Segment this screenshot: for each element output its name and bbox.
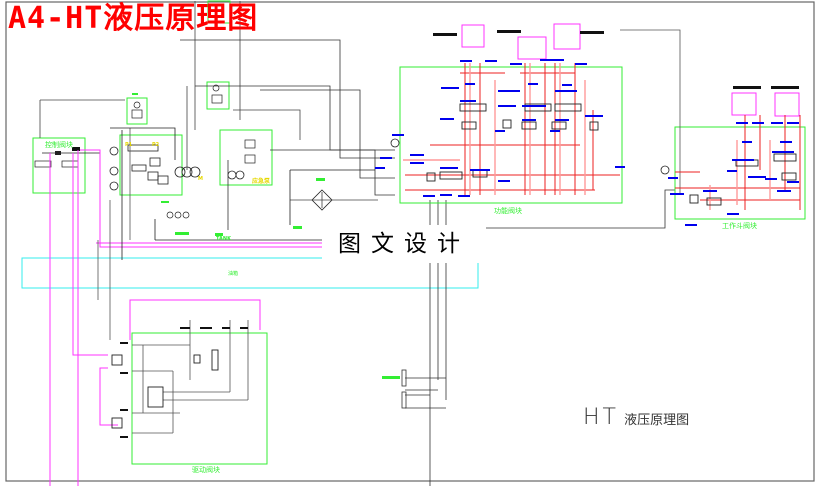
cooler bbox=[289, 169, 378, 229]
label-tank-strip: 油箱 bbox=[228, 270, 238, 277]
main-pump-cluster bbox=[109, 93, 330, 260]
watermark: 图文设计 bbox=[322, 225, 486, 263]
upper-filters bbox=[186, 0, 241, 170]
work-bucket-valve-block bbox=[620, 29, 806, 226]
label-drive-valve: 驱动阀块 bbox=[192, 465, 220, 474]
label-control-valve: 控制阀块 bbox=[45, 140, 73, 149]
label-port-p2: P2 bbox=[152, 142, 160, 148]
drawing-frame bbox=[5, 1, 815, 482]
label-work-bucket-valve: 工作斗阀块 bbox=[722, 221, 757, 230]
pilot-lines bbox=[49, 149, 340, 486]
drawing-title: HT 液压原理图 bbox=[583, 405, 689, 430]
label-emergency-pump: 应急泵 bbox=[252, 177, 271, 185]
label-function-valve: 功能阀块 bbox=[494, 206, 522, 215]
label-port-m: M bbox=[198, 176, 203, 182]
function-valve-block bbox=[375, 23, 625, 204]
drawing-title-name: 液压原理图 bbox=[624, 413, 690, 428]
label-port-p1: P1 bbox=[125, 142, 133, 148]
emergency-pump-block bbox=[219, 109, 301, 186]
hose-fittings bbox=[382, 369, 407, 409]
control-valve-block bbox=[32, 99, 125, 194]
page-title: A4-HT液压原理图 bbox=[8, 1, 259, 36]
main-pipes bbox=[180, 39, 675, 486]
drawing-title-code: HT bbox=[583, 405, 619, 430]
label-tank: TANK bbox=[216, 236, 232, 242]
drive-valve-block bbox=[97, 200, 268, 465]
